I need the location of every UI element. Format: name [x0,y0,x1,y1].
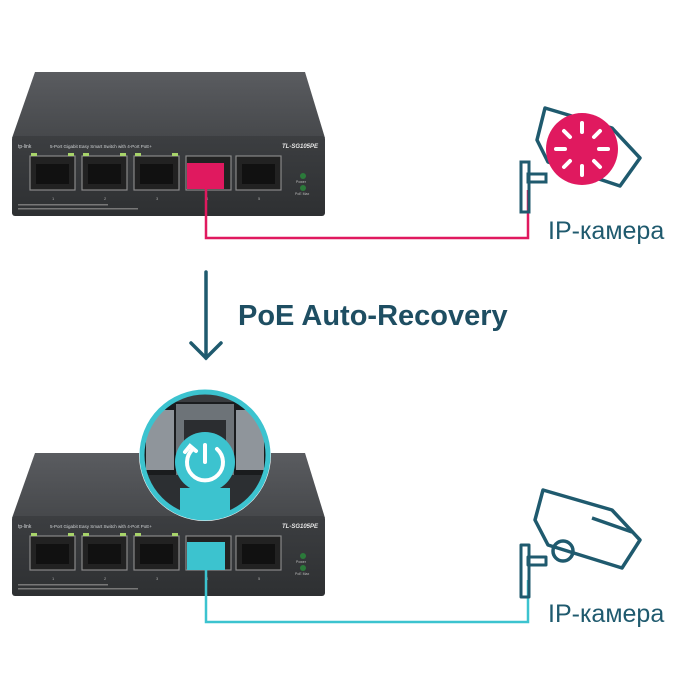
bottom-port-1 [29,533,76,571]
bottom-power-led [300,553,306,559]
top-fine-print-2 [18,208,138,210]
ip-camera-icon-bottom [519,488,642,599]
bottom-led-power-label: Power [296,560,307,564]
top-fault-plug [187,163,224,189]
bottom-port-2 [81,533,128,571]
bottom-cable [204,570,530,624]
bottom-port-label-4: 4 [206,576,209,581]
top-fine-print [18,204,108,206]
down-arrow-icon [189,270,223,361]
top-port-label-4: 4 [206,196,209,201]
bottom-poemax-led [300,565,306,571]
power-restart-icon [183,443,225,483]
bottom-brand: tp-link [18,524,32,530]
top-port-3 [133,153,180,191]
top-port-2 [81,153,128,191]
bottom-port-label-2: 2 [104,576,107,581]
top-led-power-label: Power [296,180,307,184]
zoom-magnifier [139,389,271,521]
bottom-fine-print [18,584,108,586]
bottom-port-3 [133,533,180,571]
bottom-description: 5-Port Gigabit Easy Smart Switch with 4-… [50,524,152,529]
top-port-4-fault [185,155,232,191]
loading-spinner-icon [554,121,610,177]
top-port-5 [235,155,282,191]
top-port-label-5: 5 [258,196,261,201]
bottom-fine-print-2 [18,588,138,590]
top-description: 5-Port Gigabit Easy Smart Switch with 4-… [50,144,152,149]
top-camera-label: IP-камера [548,217,664,245]
top-port-label-1: 1 [52,196,55,201]
bottom-port-label-3: 3 [156,576,159,581]
top-switch: tp-link 5-Port Gigabit Easy Smart Switch… [12,72,325,216]
top-cable [204,189,530,240]
bottom-model: TL-SG105PE [282,524,319,530]
zoom-ring [139,389,271,521]
bottom-port-label-5: 5 [258,576,261,581]
bottom-led-poemax-label: PoE Max [295,572,309,576]
top-switch-lid [12,72,325,138]
top-port-label-2: 2 [104,196,107,201]
top-power-led [300,173,306,179]
top-port-1 [29,153,76,191]
bottom-port-4-ok [185,535,232,571]
diagram-title: PoE Auto-Recovery [238,300,508,332]
bottom-port-5 [235,535,282,571]
bottom-camera-label: IP-камера [548,600,664,628]
top-brand: tp-link [18,144,32,150]
top-poemax-led [300,185,306,191]
bottom-port-label-1: 1 [52,576,55,581]
ip-camera-icon-top [519,106,642,214]
top-port-label-3: 3 [156,196,159,201]
top-model: TL-SG105PE [282,144,319,150]
bottom-ok-plug [187,542,225,570]
top-led-poemax-label: PoE Max [295,192,309,196]
